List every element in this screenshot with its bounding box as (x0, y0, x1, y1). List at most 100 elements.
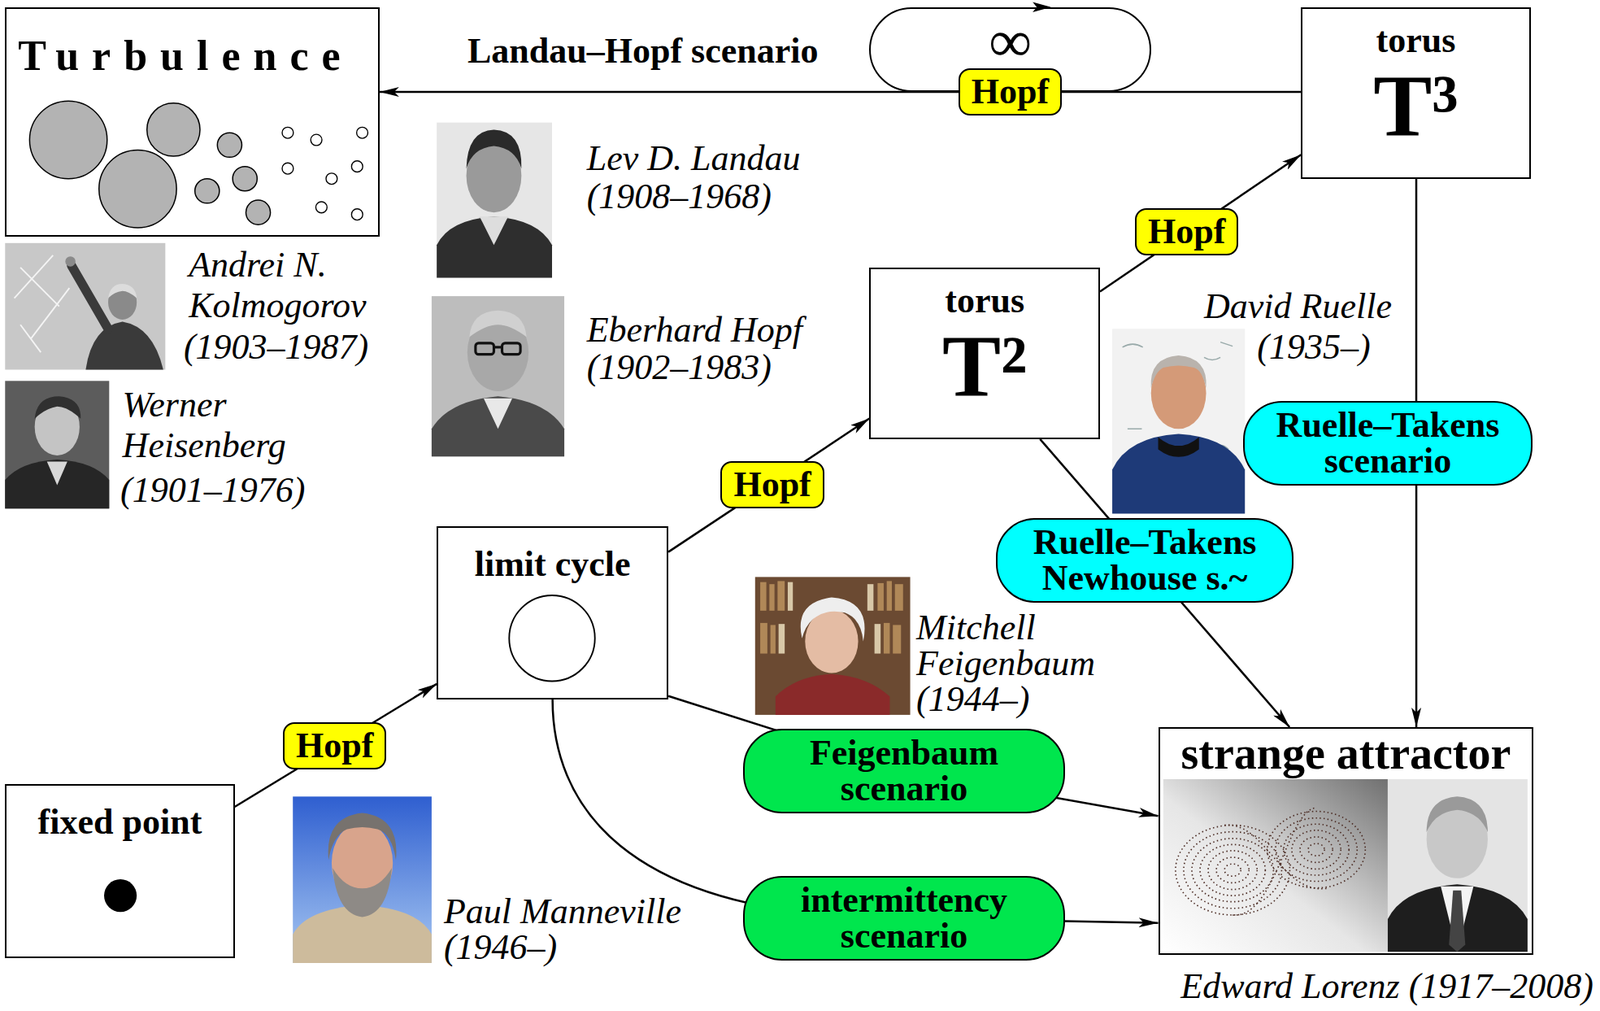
node-title: Turbulence (17, 31, 353, 81)
person-caption: (1935–) (1256, 327, 1370, 367)
edge-label: intermittency scenario (757, 882, 1051, 954)
feigenbaum-portrait (886, 580, 892, 610)
hopf-portrait (431, 395, 565, 457)
lorenz-attractor (1308, 843, 1325, 856)
landau-portrait (436, 122, 553, 279)
lorenz-attractor (1232, 807, 1317, 915)
feigenbaum-portrait (777, 580, 785, 610)
turbulence-box: Turbulence (4, 7, 380, 238)
manneville-portrait (328, 812, 397, 860)
feigenbaum-portrait (877, 582, 884, 611)
lorenz-attractor (1183, 831, 1282, 909)
node-title: fixed point (38, 801, 203, 843)
person-caption: (1908–1968) (586, 177, 772, 217)
feigenbaum-portrait (770, 624, 776, 653)
hopf-portrait (475, 343, 521, 355)
feigenbaum-portrait (760, 582, 767, 611)
hopf-tag: Hopf (282, 721, 387, 770)
person-caption: David Ruelle (1204, 286, 1392, 327)
kolmogorov-portrait (65, 256, 76, 267)
lorenz-portrait (1440, 886, 1474, 952)
manneville-portrait (292, 795, 432, 963)
edge-label: Hopf (1147, 213, 1226, 250)
small-eddies (282, 126, 368, 220)
person-caption: (1944–) (916, 681, 1030, 718)
lorenz-portrait (1387, 778, 1528, 952)
feigenbaum-portrait (787, 582, 793, 611)
limit-cycle-orbit (508, 595, 595, 681)
lorenz-portrait (1448, 890, 1466, 952)
connector-arrow (234, 683, 438, 807)
lorenz-attractor (1300, 836, 1333, 862)
eddy-circles (195, 178, 220, 204)
lorenz-attractor (1267, 811, 1366, 888)
lorenz-portrait (1387, 883, 1528, 952)
hopf-portrait (431, 295, 565, 457)
hopf-portrait (469, 310, 527, 338)
feigenbaum-portrait (800, 597, 866, 642)
fixed-point-box: fixed point (4, 783, 235, 957)
heisenberg-portrait (4, 380, 109, 509)
hopf-portrait (502, 343, 522, 355)
person-caption: Lev D. Landau (586, 139, 801, 179)
lorenz-attractor (1291, 830, 1341, 870)
manneville-portrait (292, 795, 432, 963)
feigenbaum-portrait (755, 576, 911, 715)
eddy-circles (217, 132, 242, 157)
edge-label: Feigenbaum scenario (757, 734, 1051, 807)
node-title: torus (1376, 20, 1457, 61)
lorenz-attractor (1224, 824, 1327, 888)
person-caption: (1901–1976) (120, 469, 305, 511)
ruelle-portrait (1112, 434, 1245, 514)
node-title: limit cycle (474, 543, 631, 585)
lorenz-attractor (1283, 823, 1349, 875)
person-caption: Andrei N. Kolmogorov (188, 244, 400, 327)
torus-box: torusT³ (1300, 7, 1531, 179)
limit-cycle-box: limit cycle (436, 526, 669, 700)
ruelle-portrait (1151, 355, 1207, 388)
hopf-portrait (431, 295, 565, 457)
feigenbaum-portrait (778, 623, 786, 653)
heisenberg-portrait (4, 459, 109, 509)
hopf-tag: Hopf (958, 68, 1062, 116)
edge-label: Hopf (733, 466, 811, 503)
heisenberg-portrait (34, 395, 82, 419)
torus-box: torusT² (869, 267, 1100, 440)
edge-label: Landau–Hopf scenario (467, 33, 819, 70)
hopf-tag: Hopf (1134, 208, 1239, 256)
person-caption: (1946–) (443, 929, 557, 966)
scenario-pill: Ruelle–Takens scenario (1243, 400, 1533, 486)
connector-arrow (668, 418, 870, 553)
manneville-portrait (332, 867, 392, 917)
edge-label: Ruelle–Takens Newhouse s.~ (1010, 524, 1279, 596)
node-symbol: T³ (1373, 60, 1458, 151)
small-eddies (351, 208, 363, 221)
eddy-circles (99, 150, 177, 228)
feigenbaum-portrait (804, 609, 858, 674)
ruelle-portrait (1112, 328, 1245, 514)
landau-portrait (466, 129, 522, 169)
ruelle-portrait (1158, 436, 1200, 457)
person-caption: (1902–1983) (586, 347, 772, 387)
feigenbaum-portrait (769, 583, 774, 611)
eddy-circles (147, 103, 200, 157)
node-title: torus (944, 280, 1025, 322)
person-caption: Werner Heisenberg (122, 384, 310, 466)
ruelle-portrait (1122, 342, 1234, 450)
feigenbaum-portrait (883, 622, 891, 654)
feigenbaum-portrait (760, 622, 768, 654)
heisenberg-portrait (4, 380, 109, 509)
lorenz-attractor (1175, 807, 1366, 915)
lorenz-portrait (1387, 778, 1528, 952)
strange-attractor-box: strange attractor (1158, 726, 1535, 955)
hopf-portrait (483, 398, 513, 430)
lorenz-attractor (1200, 843, 1266, 896)
feigenbaum-portrait (775, 673, 891, 715)
scenario-pill: intermittency scenario (743, 875, 1066, 961)
eddy-circles (29, 100, 270, 228)
connector-arrow (1100, 154, 1301, 292)
ruelle-portrait (1112, 328, 1245, 514)
lorenz-attractor (1224, 863, 1241, 876)
kolmogorov-portrait (14, 255, 70, 353)
hopf-portrait (493, 345, 502, 348)
